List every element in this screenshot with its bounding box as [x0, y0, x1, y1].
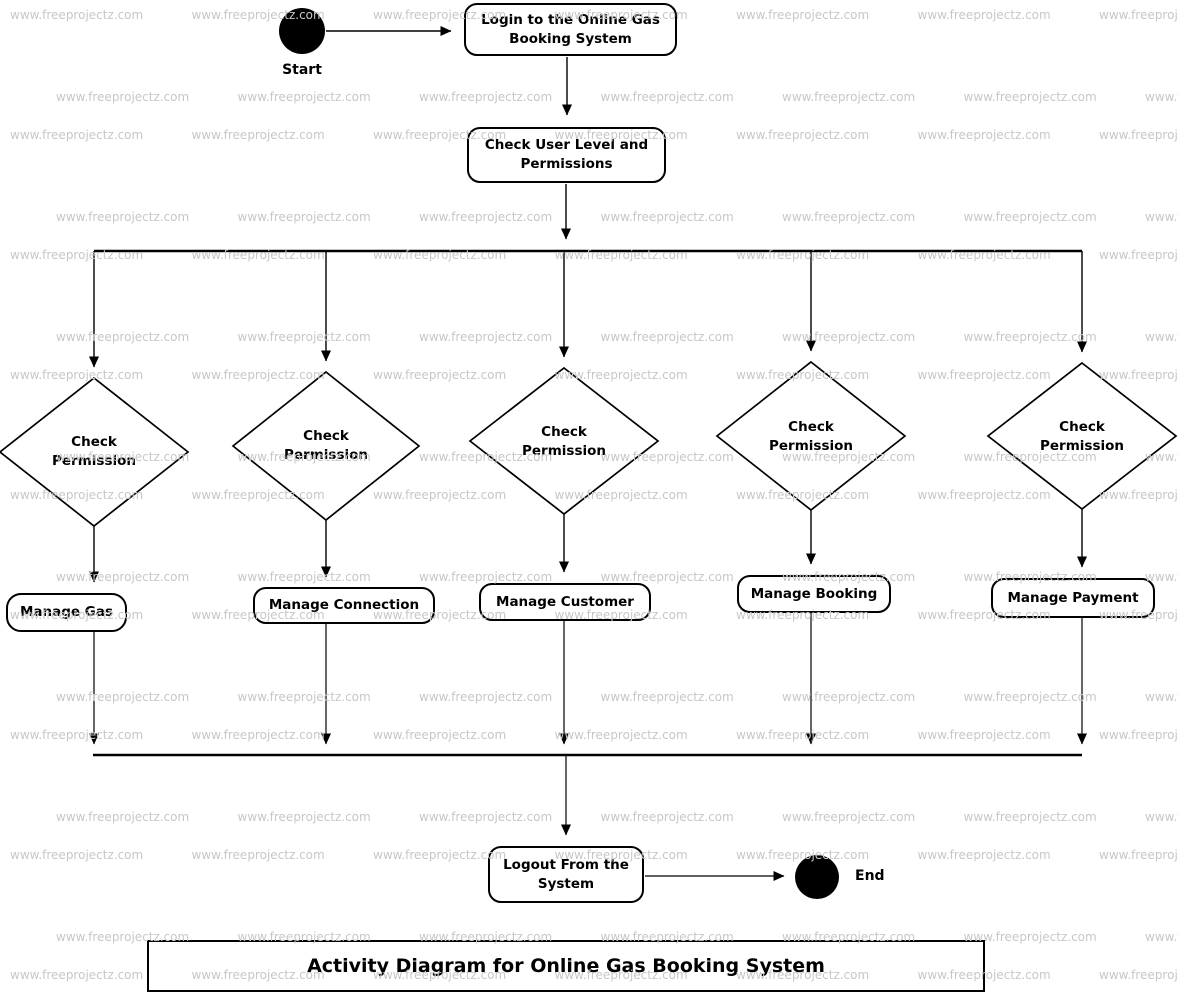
activity-check-user-level: Check User Level and Permissions: [467, 127, 666, 183]
start-node-circle: [279, 8, 325, 54]
activity-manage-connection: Manage Connection: [253, 587, 435, 624]
activity-manage-payment: Manage Payment: [991, 578, 1155, 618]
decision-5-label: Check Permission: [1040, 419, 1124, 454]
activity-manage-booking: Manage Booking: [737, 575, 891, 613]
decision-4-label: Check Permission: [769, 419, 853, 454]
end-label: End: [855, 868, 885, 884]
diagram-title: Activity Diagram for Online Gas Booking …: [307, 955, 825, 977]
diagram-title-box: Activity Diagram for Online Gas Booking …: [147, 940, 985, 992]
activity-manage-customer: Manage Customer: [479, 583, 651, 621]
decision-1-label: Check Permission: [52, 434, 136, 469]
activity-login: Login to the Online Gas Booking System: [464, 3, 677, 56]
decision-3-label: Check Permission: [522, 424, 606, 459]
start-label: Start: [282, 62, 322, 78]
end-node-circle: [795, 855, 839, 899]
decision-2-label: Check Permission: [284, 428, 368, 463]
activity-manage-gas: Manage Gas: [6, 593, 127, 632]
activity-logout: Logout From the System: [488, 846, 644, 903]
